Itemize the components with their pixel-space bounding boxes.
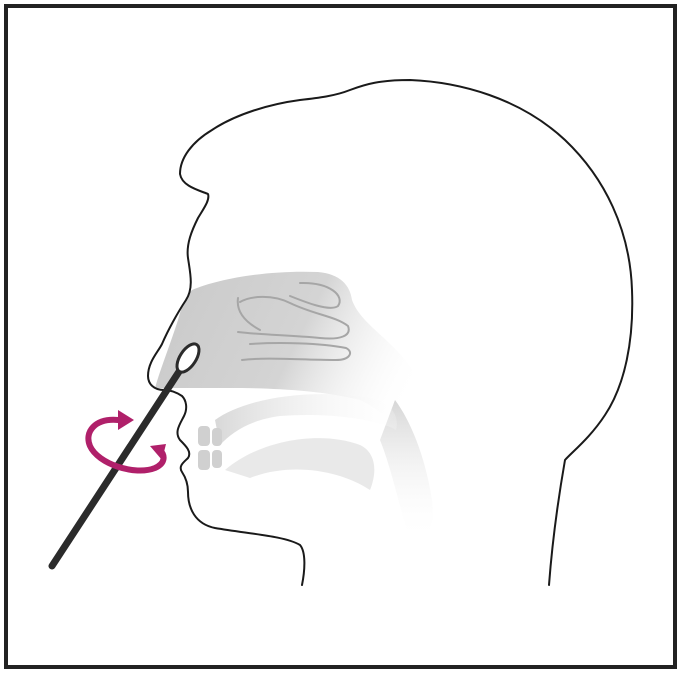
palate [215, 394, 397, 445]
teeth [198, 426, 222, 470]
rotate-arrow-icon [88, 410, 166, 471]
tongue [225, 438, 374, 490]
